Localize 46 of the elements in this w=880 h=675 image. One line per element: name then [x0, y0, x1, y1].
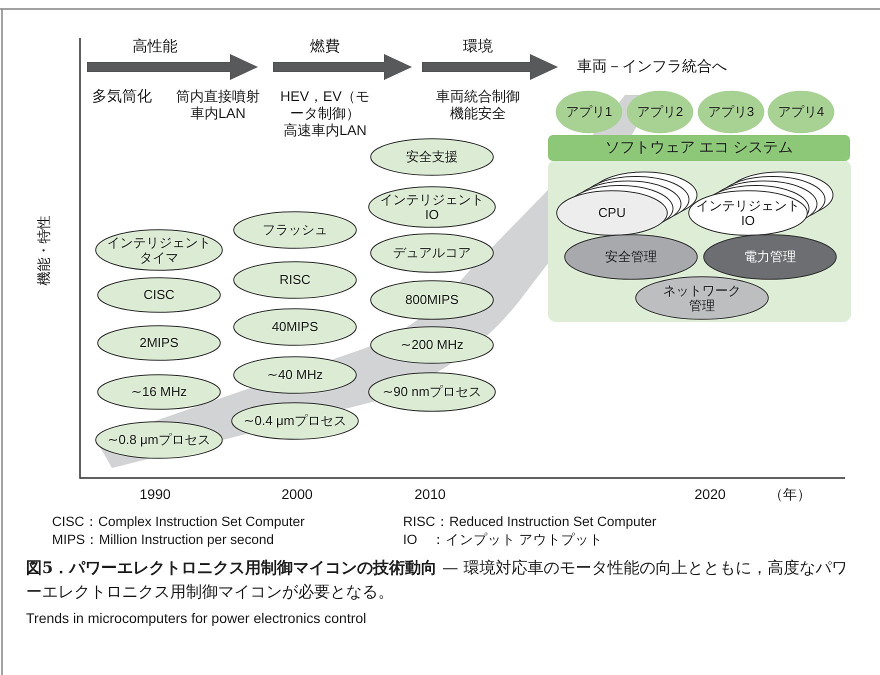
ellipse-node: CPU — [556, 190, 668, 236]
ellipse-node: 安全管理 — [564, 234, 698, 280]
glossary-note: CISC：Complex Instruction Set Computer — [52, 514, 305, 530]
year-label: 2020 — [694, 486, 726, 503]
ellipse-node: ∼16 MHz — [97, 374, 221, 410]
english-caption: Trends in microcomputers for power electronics control — [26, 610, 366, 627]
era-label: 高性能 — [132, 38, 178, 55]
ellipse-node: RISC — [233, 261, 357, 299]
ellipse-node: ネットワーク管理 — [635, 276, 769, 320]
ellipse-node: インテリジェントタイマ — [95, 229, 223, 271]
ellipse-node: 安全支援 — [370, 138, 494, 176]
year-label: 2000 — [282, 486, 313, 503]
ellipse-node: 2MIPS — [97, 325, 221, 361]
feature-label: 多気筒化 — [92, 88, 152, 105]
ellipse-node: 電力管理 — [703, 234, 837, 280]
ellipse-node: ∼0.4 μmプロセス — [231, 402, 359, 440]
ellipse-node: アプリ3 — [697, 90, 765, 134]
era-label: 環境 — [463, 38, 493, 55]
glossary-note: MIPS：Million Instruction per second — [52, 532, 274, 548]
ellipse-node: ∼90 nmプロセス — [368, 372, 496, 412]
feature-label: 筒内直接噴射車内LAN — [175, 88, 261, 122]
ellipse-node: ∼0.8 μmプロセス — [95, 421, 223, 459]
year-label: （年） — [769, 486, 811, 503]
goal-label: 車両－インフラ統合へ — [577, 58, 727, 75]
ellipse-node: インテリジェントIO — [688, 190, 808, 236]
year-label: 1990 — [140, 486, 171, 503]
ellipse-node: ∼200 MHz — [370, 326, 494, 364]
ellipse-node: フラッシュ — [233, 211, 357, 249]
ellipse-node: 40MIPS — [233, 308, 357, 346]
ellipse-node: アプリ1 — [555, 90, 623, 134]
ellipse-node: CISC — [97, 277, 221, 313]
figure-caption: 図5．パワーエレクトロニクス用制御マイコンの技術動向 — 環境対応車のモータ性能の向上とともに，高度なパワーエレクトロニクス用制御マイコンが必要となる。 — [26, 557, 848, 603]
year-label: 2010 — [414, 486, 446, 503]
axis-title: 機能・特性 — [36, 215, 52, 285]
glossary-note: RISC：Reduced Instruction Set Computer — [403, 514, 656, 530]
ellipse-node: アプリ2 — [626, 90, 694, 134]
ellipse-node: デュアルコア — [370, 233, 494, 273]
software-bar: ソフトウェア エコ システム — [548, 135, 850, 161]
ellipse-node: アプリ4 — [767, 90, 835, 134]
era-label: 燃費 — [310, 38, 340, 55]
feature-label: 車両統合制御機能安全 — [435, 88, 521, 122]
feature-label: HEV，EV（モータ制御）高速車内LAN — [279, 88, 371, 139]
ellipse-node: インテリジェントIO — [368, 186, 496, 228]
ellipse-node: ∼40 MHz — [233, 356, 357, 394]
ellipse-node: 800MIPS — [370, 280, 494, 320]
glossary-note: IO ：インプット アウトプット — [403, 532, 604, 548]
